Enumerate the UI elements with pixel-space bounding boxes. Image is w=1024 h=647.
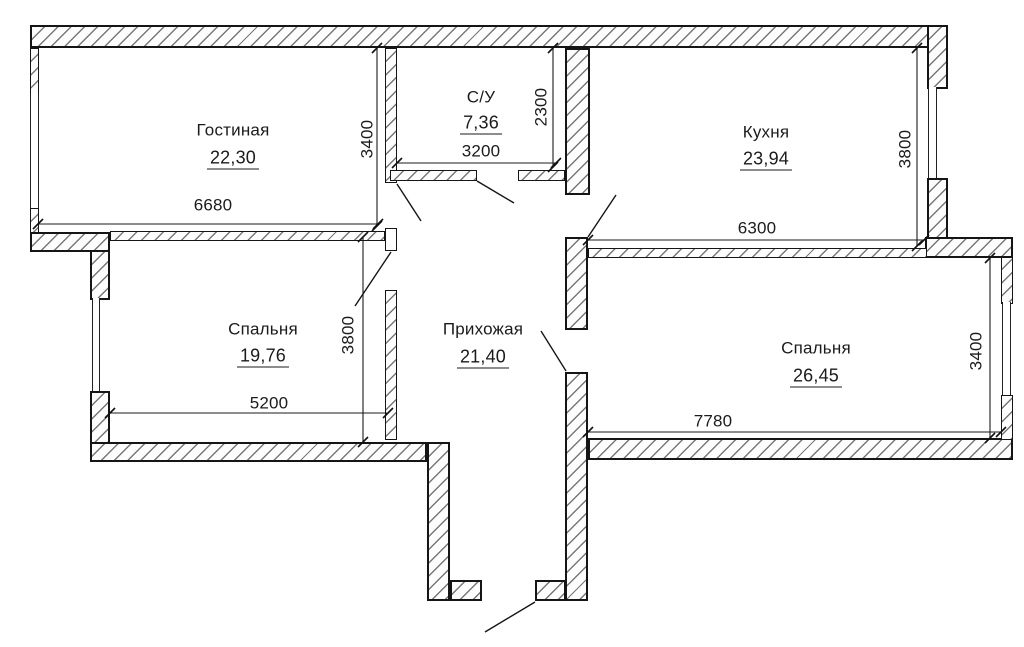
room-name-gostinaya: Гостиная: [196, 120, 270, 140]
wall-prihozhaya-right-top: [565, 237, 588, 330]
room-area-kuhnya: 23,94: [739, 150, 793, 171]
dim-gostinaya-width: 6680: [193, 195, 233, 215]
room-area-spalnya1: 19,76: [236, 347, 290, 368]
dim-su-width: 3200: [461, 141, 501, 161]
wall-top-right-band: [925, 237, 1013, 258]
window-spalnya2: [1002, 302, 1011, 397]
wall-corridor-right-foot: [535, 580, 566, 601]
wall-bottom-left: [90, 442, 427, 462]
dim-su-height: 2300: [531, 87, 551, 127]
wall-top-exterior: [30, 25, 948, 48]
wall-corridor-left-foot: [450, 580, 482, 601]
wall-spalnya1-left-a: [90, 250, 110, 300]
window-spalnya1: [92, 298, 100, 393]
room-name-spalnya1: Спальня: [228, 319, 298, 339]
wall-su-bottom-left: [390, 170, 477, 181]
wall-left-upper-a: [30, 48, 39, 95]
room-name-su: С/У: [466, 87, 496, 107]
wall-su-kuhnya: [565, 48, 590, 195]
wall-corridor-right: [565, 372, 588, 601]
wall-gostinaya-spalnya1: [110, 231, 385, 241]
dim-spalnya2-height: 3400: [966, 331, 986, 371]
wall-gostinaya-su: [385, 48, 397, 183]
window-kuhnya: [928, 87, 937, 180]
wall-step-left: [30, 232, 110, 252]
dim-spalnya2-width: 7780: [693, 411, 733, 431]
wall-spalnya1-left-b: [90, 391, 110, 444]
wall-kuhnya-right-a: [927, 25, 948, 89]
window-gostinaya: [30, 93, 39, 210]
dim-kuhnya-height: 3800: [895, 129, 915, 169]
wall-kuhnya-spalnya2: [588, 248, 927, 258]
dim-gostinaya-height: 3400: [357, 119, 377, 159]
wall-left-upper-b: [30, 208, 39, 234]
dim-spalnya1-width: 5200: [249, 393, 289, 413]
room-name-spalnya2: Спальня: [781, 338, 851, 358]
room-area-spalnya2: 26,45: [789, 367, 843, 388]
wall-spalnya2-right-b: [1001, 395, 1013, 440]
room-name-prihozhaya: Прихожая: [442, 319, 524, 339]
room-area-gostinaya: 22,30: [206, 149, 260, 170]
room-area-su: 7,36: [460, 114, 502, 135]
wall-spalnya1-prihozhaya: [385, 290, 397, 440]
room-name-kuhnya: Кухня: [742, 122, 790, 142]
wall-spalnya2-right-a: [1001, 256, 1013, 304]
dim-spalnya1-height: 3800: [338, 315, 358, 355]
room-area-prihozhaya: 21,40: [456, 348, 510, 369]
door-jamb-gostinaya: [385, 228, 397, 251]
dim-kuhnya-width: 6300: [737, 218, 777, 238]
wall-su-bottom-right: [518, 170, 565, 181]
wall-bottom-spalnya2: [588, 438, 1013, 460]
wall-corridor-left: [427, 442, 450, 601]
wall-kuhnya-right-b: [927, 178, 948, 239]
